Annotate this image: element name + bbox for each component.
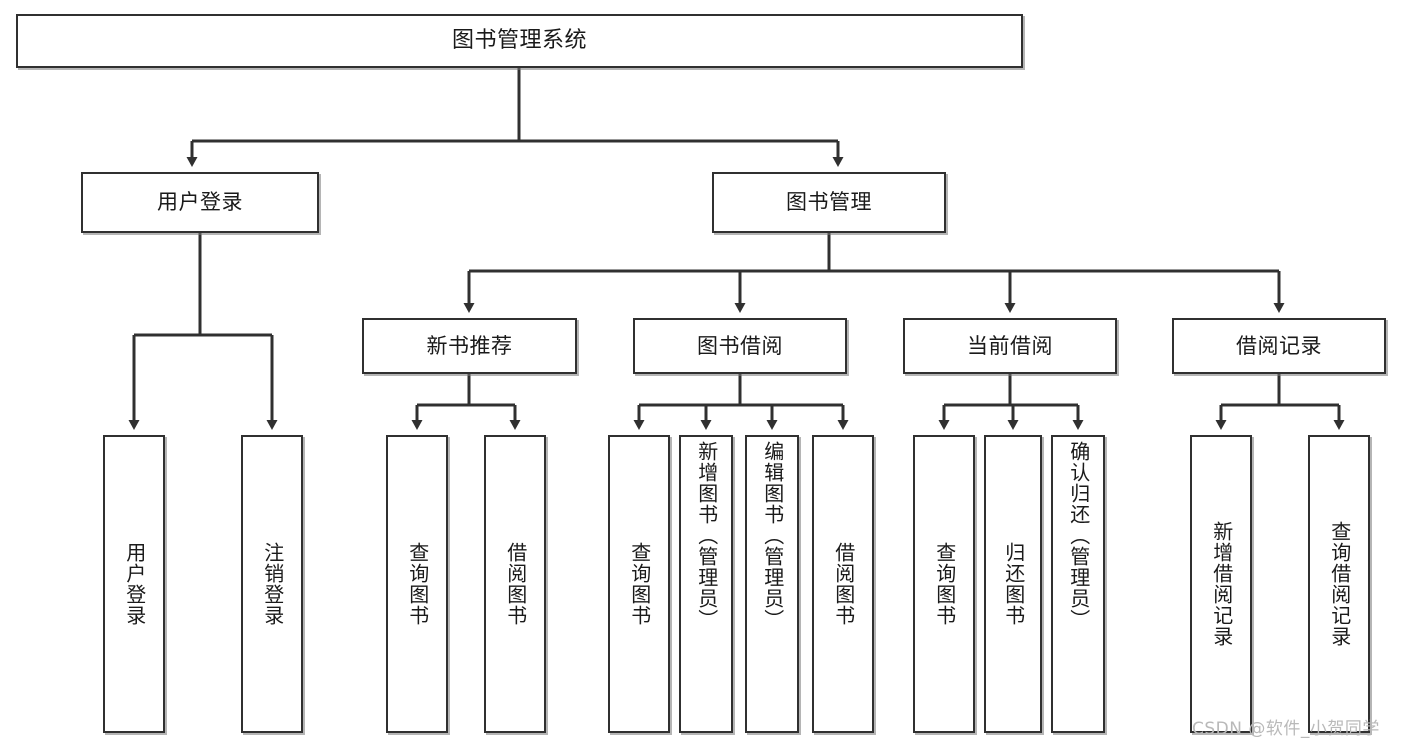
node-leaf-borrow-book-borrow[interactable]: 借阅图书: [812, 435, 874, 733]
node-leaf-add-borrow-record[interactable]: 新增借阅记录: [1190, 435, 1252, 733]
node-leaf-query-book-recommend[interactable]: 查询图书: [386, 435, 448, 733]
node-current-borrow[interactable]: 当前借阅: [903, 318, 1117, 374]
node-book-manage[interactable]: 图书管理: [712, 172, 946, 233]
node-leaf-logout-login[interactable]: 注销登录: [241, 435, 303, 733]
node-leaf-borrow-book-recommend[interactable]: 借阅图书: [484, 435, 546, 733]
node-leaf-return-book[interactable]: 归还图书: [984, 435, 1042, 733]
node-leaf-query-book-borrow[interactable]: 查询图书: [608, 435, 670, 733]
node-book-borrow[interactable]: 图书借阅: [633, 318, 847, 374]
node-leaf-add-book-admin[interactable]: 新增图书（管理员）: [679, 435, 733, 733]
node-leaf-query-borrow-record[interactable]: 查询借阅记录: [1308, 435, 1370, 733]
csdn-watermark: CSDN @软件_小贺同学: [1192, 719, 1380, 739]
node-leaf-user-login[interactable]: 用户登录: [103, 435, 165, 733]
node-leaf-query-book-current[interactable]: 查询图书: [913, 435, 975, 733]
node-borrow-record[interactable]: 借阅记录: [1172, 318, 1386, 374]
node-new-book-recommend[interactable]: 新书推荐: [362, 318, 577, 374]
node-user-login[interactable]: 用户登录: [81, 172, 319, 233]
node-root-system[interactable]: 图书管理系统: [16, 14, 1023, 68]
node-leaf-confirm-return-admin[interactable]: 确认归还（管理员）: [1051, 435, 1105, 733]
node-leaf-edit-book-admin[interactable]: 编辑图书（管理员）: [745, 435, 799, 733]
